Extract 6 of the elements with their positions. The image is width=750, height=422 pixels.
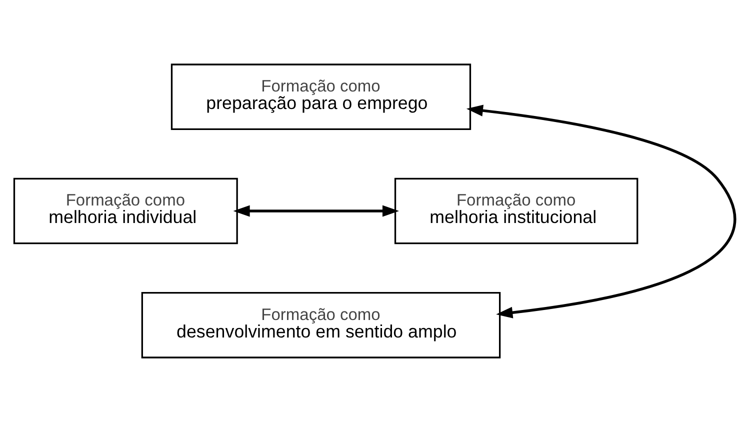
arrow bbox=[466, 104, 736, 318]
node-box: Formação como preparação para o emprego bbox=[170, 64, 472, 130]
node-box: Formação como desenvolvimento em sentido amplo bbox=[141, 292, 501, 358]
node-box: Formação como melhoria individual bbox=[13, 178, 238, 244]
node-box: Formação como melhoria institucional bbox=[394, 178, 638, 244]
arrow bbox=[233, 205, 400, 217]
